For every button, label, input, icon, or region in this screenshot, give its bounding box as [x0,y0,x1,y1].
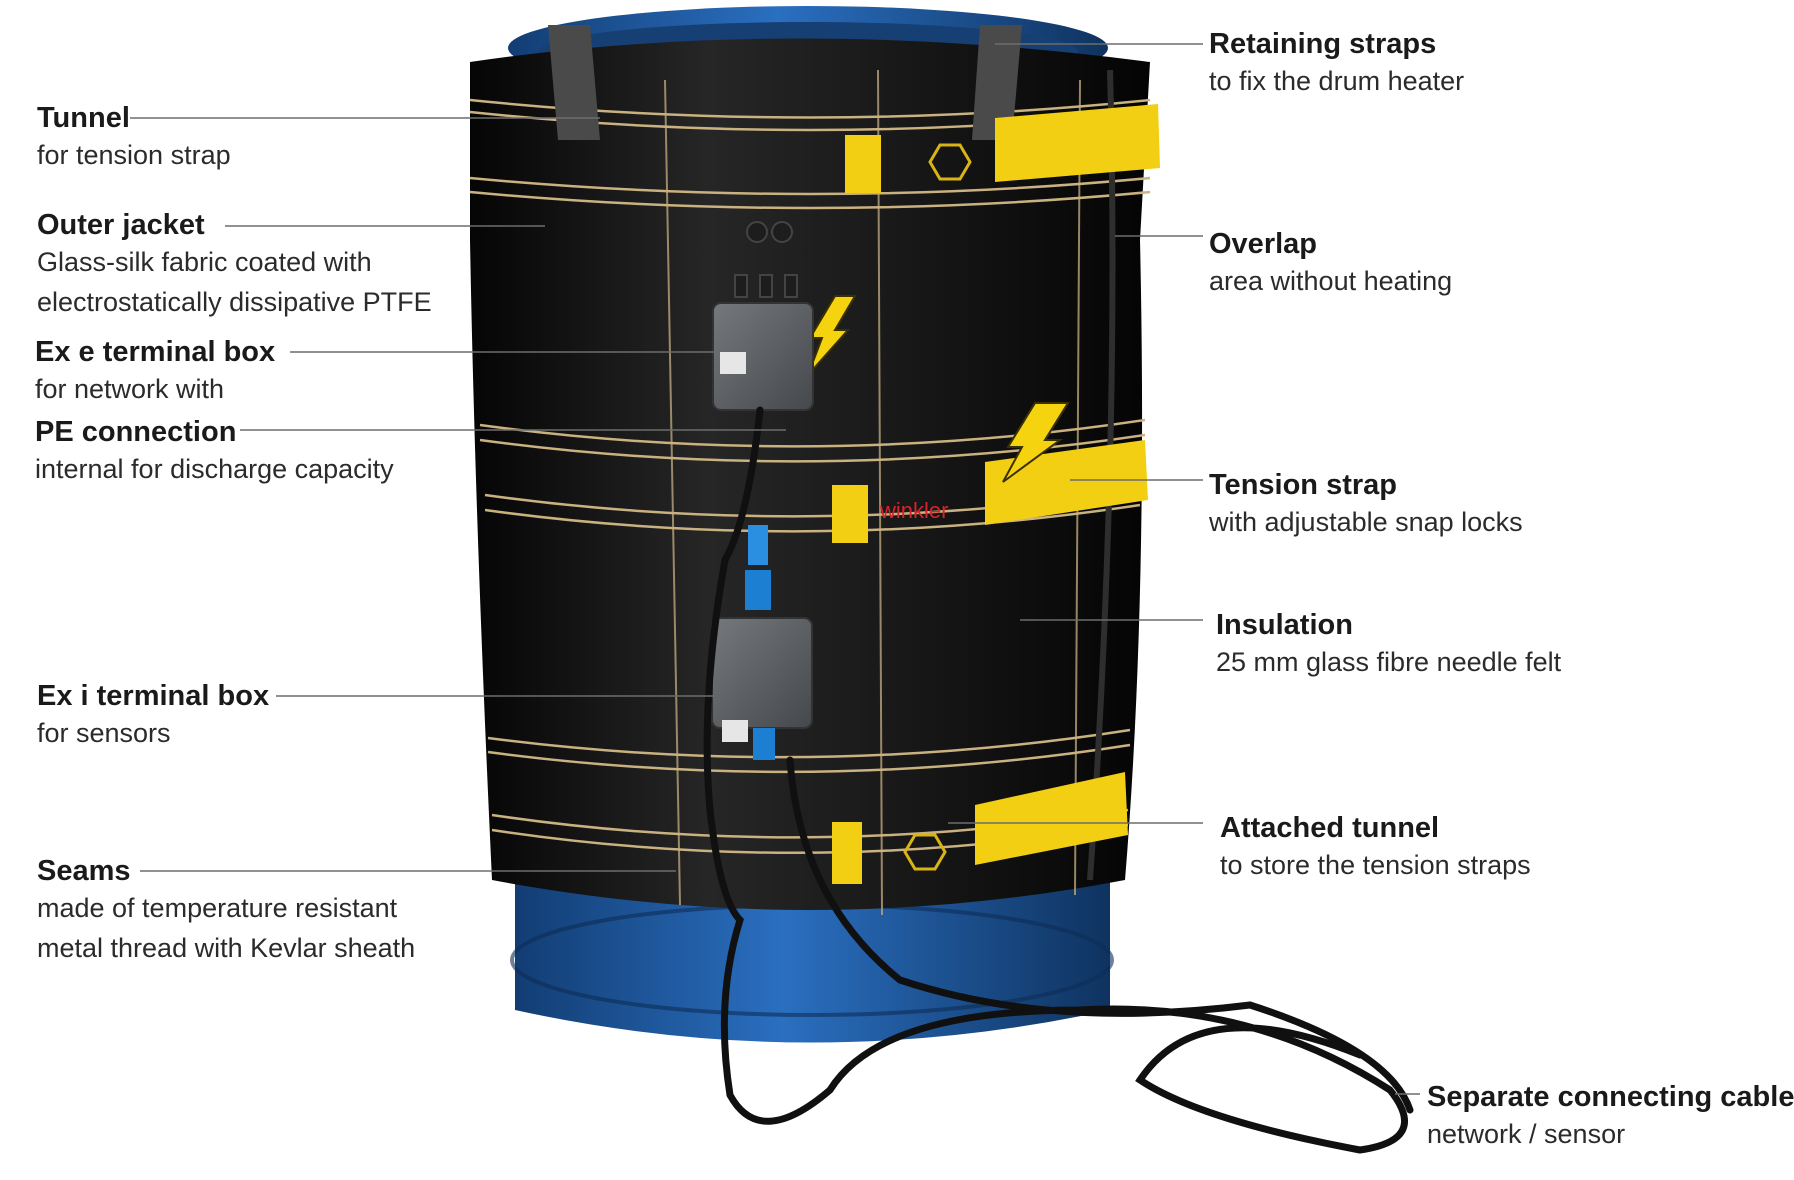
callout-retaining-straps: Retaining straps to fix the drum heater [1209,27,1464,101]
callout-overlap: Overlap area without heating [1209,227,1452,301]
callout-title: PE connection [35,416,237,448]
callout-title: Tunnel [37,102,130,134]
callout-connecting-cables: Separate connecting cables network / sen… [1427,1080,1794,1154]
callout-exi-terminal-box: Ex i terminal box for sensors [37,679,269,753]
callout-desc: made of temperature resistant [37,893,398,923]
callout-title: Seams [37,855,131,887]
exe-terminal-box-shape [712,302,814,411]
callout-tunnel: Tunnel for tension strap [37,101,231,175]
ex-symbol-icon [903,143,972,871]
retaining-straps [548,25,1022,140]
connecting-cables [703,406,1414,1154]
brand-logo: winkler [879,498,948,523]
callout-desc: to fix the drum heater [1209,66,1465,96]
exi-terminal-box-shape [711,525,813,760]
callout-tension-strap: Tension strap with adjustable snap locks [1209,468,1523,542]
callout-outer-jacket: Outer jacket Glass-silk fabric coated wi… [37,208,432,322]
callout-desc: area without heating [1209,266,1453,296]
callout-desc: to store the tension straps [1220,850,1531,880]
callout-insulation: Insulation 25 mm glass fibre needle felt [1216,608,1561,682]
callout-desc: 25 mm glass fibre needle felt [1216,647,1562,677]
callout-desc: metal thread with Kevlar sheath [37,933,416,963]
callout-desc: with adjustable snap locks [1209,507,1523,537]
callout-title: Retaining straps [1209,28,1437,60]
callout-pe-connection: PE connection internal for discharge cap… [35,415,394,489]
callout-exe-terminal-box: Ex e terminal box for network with [35,335,275,409]
callout-desc: electrostatically dissipative PTFE [37,287,432,317]
callout-desc: for network with [35,374,225,404]
callout-desc: for sensors [37,718,171,748]
callout-title: Insulation [1216,609,1353,641]
callout-title: Separate connecting cables [1427,1081,1794,1113]
callout-desc: Glass-silk fabric coated with [37,247,372,277]
callout-title: Overlap [1209,228,1317,260]
callout-title: Ex i terminal box [37,680,270,712]
callout-desc: for tension strap [37,140,231,170]
callout-title: Attached tunnel [1220,812,1440,844]
callout-desc: internal for discharge capacity [35,454,394,484]
cable-glands [734,221,798,298]
callout-title: Ex e terminal box [35,336,276,368]
leader-lines [130,43,1420,1095]
callout-title: Tension strap [1209,469,1397,501]
callout-seams: Seams made of temperature resistant meta… [37,854,415,968]
callout-attached-tunnel: Attached tunnel to store the tension str… [1220,811,1531,885]
callout-desc: network / sensor [1427,1119,1626,1149]
callout-title: Outer jacket [37,209,205,241]
